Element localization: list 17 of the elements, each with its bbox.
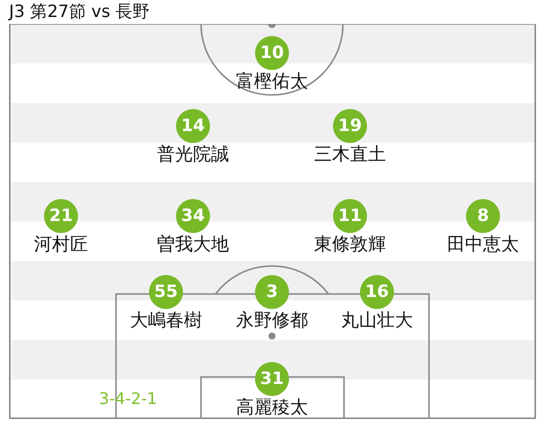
player-name: 東條敦輝 xyxy=(314,234,386,256)
player-name: 普光院誠 xyxy=(157,144,229,166)
player-number-marker: 8 xyxy=(466,199,500,233)
player-name: 三木直土 xyxy=(314,144,386,166)
player-number-marker: 11 xyxy=(333,199,367,233)
title: J3 第27節 vs 長野 xyxy=(9,1,150,23)
player-name: 大嶋春樹 xyxy=(130,310,202,332)
player-name: 丸山壮大 xyxy=(341,310,413,332)
player-name: 富樫佑太 xyxy=(236,71,308,93)
player-name: 河村匠 xyxy=(34,234,88,256)
player-number-marker: 21 xyxy=(44,199,78,233)
player-number-marker: 31 xyxy=(255,362,289,396)
player-name: 高麗稜太 xyxy=(236,397,308,419)
player-number-marker: 34 xyxy=(176,199,210,233)
player-name: 曽我大地 xyxy=(157,234,229,256)
player-name: 永野修都 xyxy=(236,310,308,332)
player-name: 田中恵太 xyxy=(447,234,519,256)
